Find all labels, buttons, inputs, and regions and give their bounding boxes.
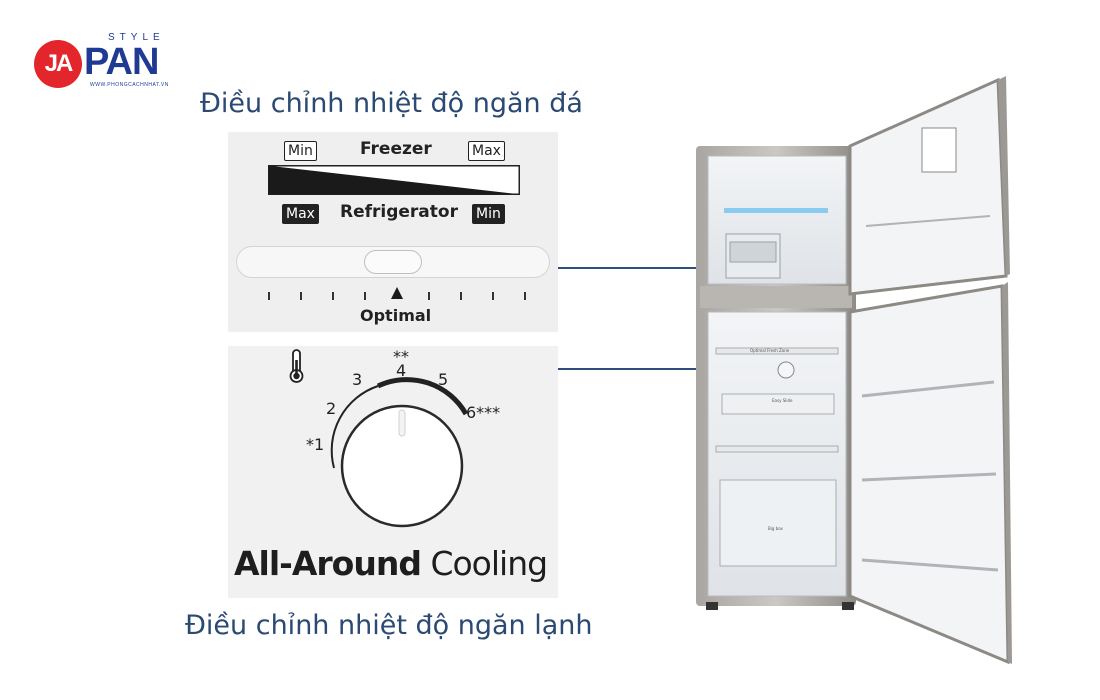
caption-freezer-adjust: Điều chỉnh nhiệt độ ngăn đá: [200, 88, 583, 119]
shelf-1: [715, 347, 839, 355]
logo-brand-word: PAN: [84, 41, 159, 83]
dial-label-1: *1: [306, 435, 324, 454]
temperature-wedge-indicator: [268, 165, 520, 195]
freezer-door-rack: [865, 215, 991, 227]
easy-slide-shelf: [721, 393, 835, 415]
door-bin-1: [861, 380, 995, 398]
dial-pointer: [398, 409, 406, 437]
slider-tick: [300, 292, 302, 300]
dial-label-6: 6***: [466, 403, 500, 422]
optimal-label: Optimal: [360, 306, 432, 325]
thermometer-icon: [289, 349, 304, 383]
slider-tick: [268, 292, 270, 300]
refrigerator-dial-panel: *1 2 3 4 ** 5 6*** All-Around Cooling: [228, 346, 558, 598]
dial-label-3: 3: [352, 370, 362, 389]
fridge-foot-left: [706, 602, 718, 610]
cooling-title-bold: All-Around: [234, 544, 422, 583]
shelf-3: [715, 445, 839, 453]
dial-label-2: 2: [326, 399, 336, 418]
ice-tray: [729, 241, 777, 263]
dial-label-5: 5: [438, 370, 448, 389]
freezer-min-tag: Min: [284, 141, 317, 161]
connector-line-fridge: [558, 368, 786, 370]
japan-style-logo: JA STYLE PAN WWW.PHONGCACHNHAT.VN: [34, 32, 184, 94]
slider-tick: [364, 292, 366, 300]
temperature-slider-knob[interactable]: [364, 250, 422, 274]
freezer-door-edge: [998, 76, 1010, 276]
refrigerator-max-tag: Max: [282, 204, 319, 224]
slider-tick: [524, 292, 526, 300]
optimal-arrow-icon: [391, 287, 403, 299]
freezer-control-panel: Min Freezer Max Max Refrigerator Min Opt…: [228, 132, 558, 332]
door-bin-3: [861, 558, 999, 572]
dial-scale-arc-thick: [376, 377, 469, 416]
fridge-foot-right: [842, 602, 854, 610]
dial-knob[interactable]: [340, 404, 464, 528]
door-label-sticker: [921, 127, 957, 173]
logo-badge: JA: [34, 40, 82, 88]
refrigerator-min-tag: Min: [472, 204, 505, 224]
fridge-door-edge: [1002, 282, 1012, 664]
refrigerator-illustration: Optimal Fresh Zone Easy Slide Big box: [696, 76, 1012, 665]
slider-tick: [332, 292, 334, 300]
shelf-label-2: Easy Slide: [772, 398, 793, 403]
shelf-label-1: Optimal Fresh Zone: [750, 348, 790, 353]
cooling-title-regular: Cooling: [430, 544, 548, 583]
logo-url: WWW.PHONGCACHNHAT.VN: [90, 82, 169, 88]
refrigerator-label: Refrigerator: [340, 202, 458, 222]
logo-style-word: STYLE: [108, 32, 165, 43]
dial-label-4-stars: **: [393, 347, 409, 366]
dial-scale-arc-thin: [330, 385, 379, 469]
freezer-door-open: [848, 77, 1008, 296]
all-around-cooling-title: All-Around Cooling: [234, 544, 548, 583]
fridge-dial-miniature: [777, 361, 795, 379]
freezer-max-tag: Max: [468, 141, 505, 161]
shelf-label-3: Big box: [768, 526, 784, 531]
door-bin-2: [861, 472, 997, 482]
slider-tick: [460, 292, 462, 300]
caption-fridge-adjust: Điều chỉnh nhiệt độ ngăn lạnh: [185, 610, 593, 641]
slider-tick: [428, 292, 430, 300]
connector-line-freezer: [558, 267, 743, 269]
compartment-divider: [700, 286, 852, 308]
freezer-label: Freezer: [360, 139, 432, 159]
slider-tick: [492, 292, 494, 300]
dial-label-4: 4: [396, 361, 406, 380]
big-box-drawer: [719, 479, 837, 567]
freezer-shelf-light: [724, 208, 828, 213]
